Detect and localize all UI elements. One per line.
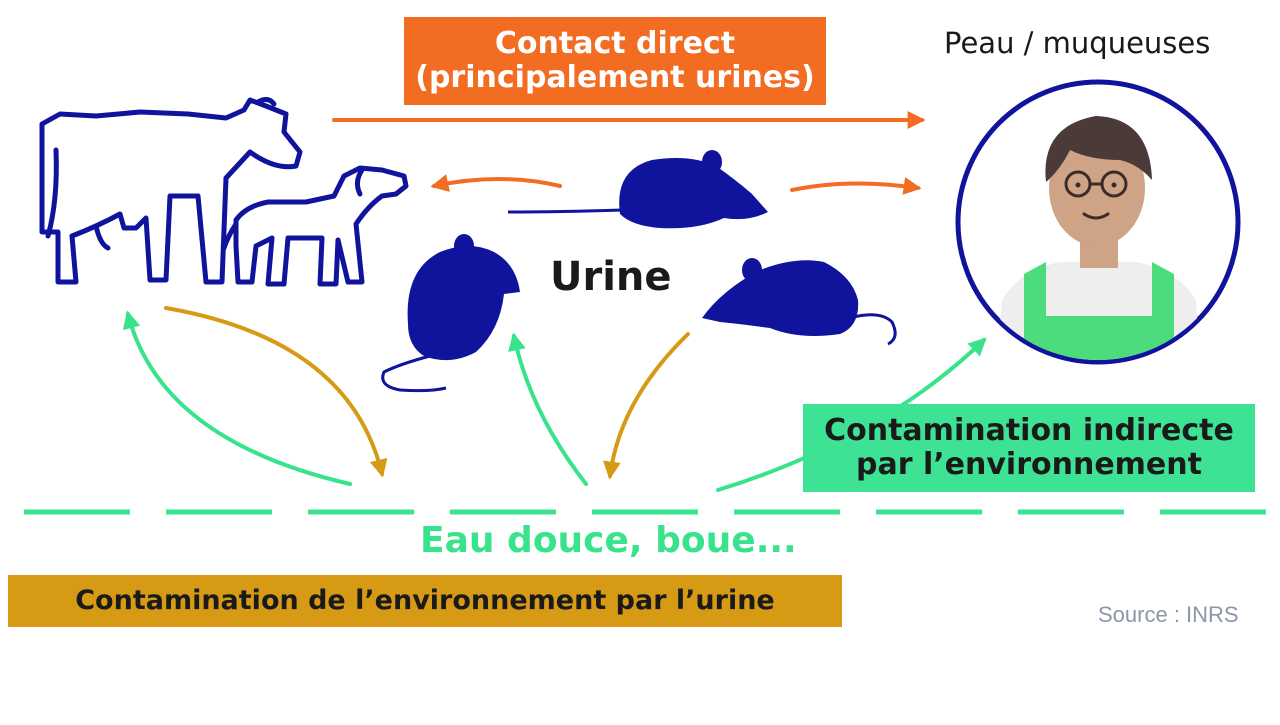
rat-to-animals-arrow: [430, 174, 562, 192]
contact-direct-line2: (principalement urines): [415, 60, 815, 95]
person-icon: [955, 79, 1241, 365]
rat-icon-top: [507, 150, 768, 229]
source-label: Source : INRS: [1098, 602, 1239, 627]
rat-icon-right: [702, 258, 897, 346]
indirect-line2: par l’environnement: [856, 447, 1202, 482]
rat-to-env-arrow: [602, 332, 690, 480]
cow-icon: [39, 96, 303, 285]
rat-icon-sitting: [381, 234, 520, 393]
orange-arrows: [332, 111, 926, 195]
rat-to-person-arrow: [790, 177, 922, 195]
mustard-arrows: [164, 306, 690, 480]
contact-direct-box: Contact direct (principalement urines): [404, 17, 826, 105]
env-to-animals-arrow: [122, 310, 352, 486]
indirect-line1: Contamination indirecte: [824, 413, 1234, 449]
contact-direct-line1: Contact direct: [494, 26, 736, 62]
environment-contamination-box: Contamination de l’environnement par l’u…: [8, 575, 842, 627]
animals-to-env-arrow: [164, 306, 388, 478]
environment-label: Contamination de l’environnement par l’u…: [75, 584, 775, 616]
person-label: Peau / muqueuses: [944, 26, 1211, 60]
env-to-rat-arrow: [508, 332, 588, 486]
dog-icon: [221, 165, 409, 287]
center-label: Urine: [550, 254, 672, 300]
water-label: Eau douce, boue...: [420, 520, 797, 561]
indirect-contamination-box: Contamination indirecte par l’environnem…: [803, 404, 1255, 492]
